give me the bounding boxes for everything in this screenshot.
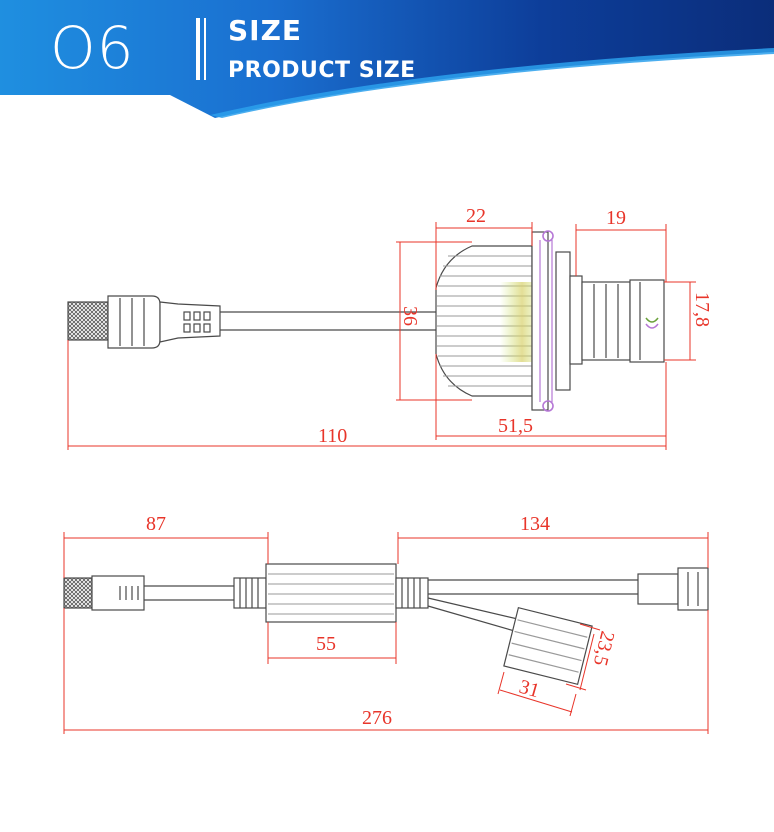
capacitor-module bbox=[503, 606, 593, 686]
section-number: O6 bbox=[50, 14, 135, 82]
section-subtitle: PRODUCT SIZE bbox=[228, 58, 416, 83]
header-banner: O6 SIZE PRODUCT SIZE bbox=[0, 0, 774, 118]
dim-23-5: 23,5 bbox=[589, 629, 619, 668]
technical-drawing: 22 19 36 17,8 51,5 110 bbox=[63, 205, 713, 734]
dim-19: 19 bbox=[606, 207, 626, 229]
dim-276: 276 bbox=[362, 707, 392, 729]
dim-22: 22 bbox=[466, 205, 486, 227]
led-head bbox=[629, 279, 665, 363]
dim-55: 55 bbox=[316, 633, 336, 655]
connector-nut bbox=[107, 295, 161, 349]
driver-box bbox=[265, 563, 397, 623]
dim-31: 31 bbox=[517, 676, 542, 703]
dim-17-8: 17,8 bbox=[691, 292, 713, 327]
bulb-top-view bbox=[67, 230, 665, 412]
harness-dimensions bbox=[63, 532, 709, 734]
dim-110: 110 bbox=[318, 425, 347, 447]
banner-background bbox=[0, 0, 774, 118]
dim-87: 87 bbox=[146, 513, 166, 535]
top-view-dimensions bbox=[67, 222, 696, 450]
left-connector bbox=[91, 575, 145, 611]
right-connector bbox=[677, 567, 709, 611]
driver-harness-view bbox=[63, 563, 709, 686]
dim-134: 134 bbox=[520, 513, 550, 535]
divider-bar bbox=[196, 18, 200, 80]
dim-51-5: 51,5 bbox=[498, 415, 533, 437]
strain-relief bbox=[159, 301, 221, 343]
divider-bar-thin bbox=[204, 18, 206, 80]
section-title: SIZE bbox=[228, 14, 303, 47]
connector-knurl bbox=[67, 301, 109, 341]
dim-36: 36 bbox=[399, 306, 421, 326]
